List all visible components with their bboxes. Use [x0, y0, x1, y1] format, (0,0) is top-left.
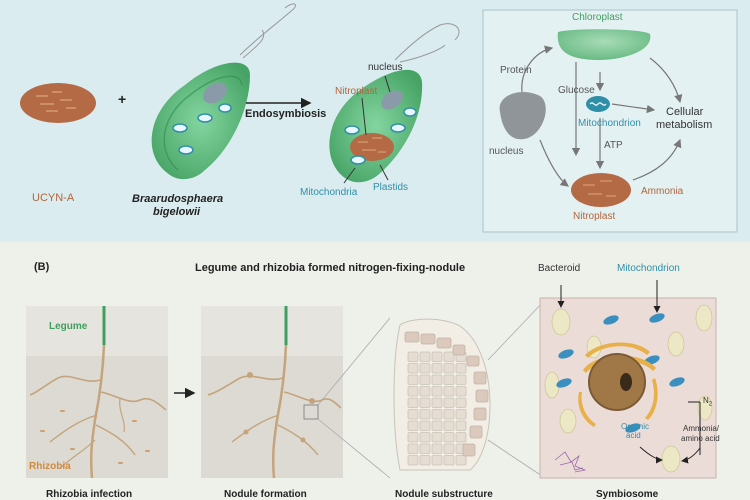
nodule-cell	[431, 363, 443, 374]
endosymbiosis-label: Endosymbiosis	[245, 108, 327, 120]
ammonia-b-label-line2: amino acid	[681, 434, 720, 443]
cell-nucleus-label: nucleus	[368, 62, 403, 73]
legume-label: Legume	[49, 321, 88, 332]
caption-symbiosome: Symbiosome	[596, 489, 659, 500]
nodule-cell	[431, 386, 443, 397]
zoom-line-3	[487, 299, 546, 361]
symbiosome-image	[539, 280, 717, 479]
chloroplast-label: Chloroplast	[572, 12, 623, 23]
nodule-cell	[455, 432, 467, 443]
glucose-label: Glucose	[558, 85, 595, 96]
atp-label: ATP	[604, 140, 623, 151]
nodule-cell	[455, 386, 467, 397]
nodule-cell	[407, 363, 419, 374]
nodule-cell	[407, 397, 419, 408]
n2-label: N2	[703, 396, 713, 408]
organic-label-line2: acid	[626, 431, 641, 440]
nodule-cell	[431, 420, 443, 431]
nodule-cell	[431, 432, 443, 443]
ammonia-label: Ammonia	[641, 186, 684, 197]
result-cell	[329, 23, 460, 184]
protein-label: Protein	[500, 65, 532, 76]
bacteroid-label: Bacteroid	[538, 263, 581, 274]
host-cell	[151, 3, 296, 180]
pathway-nucleus-label: nucleus	[489, 146, 524, 157]
nodule-cell	[419, 397, 431, 408]
nodule-cell	[443, 420, 455, 431]
nodule-cell	[407, 432, 419, 443]
nodule-cell	[407, 420, 419, 431]
nodule-cell	[455, 374, 467, 385]
nodule-cell	[407, 351, 419, 362]
host-label-line2: bigelowii	[153, 206, 201, 218]
panel-b-tag: (B)	[34, 261, 50, 273]
nodule-cell	[419, 363, 431, 374]
nodule-cell	[431, 455, 443, 466]
nodule-cell	[443, 455, 455, 466]
nodule-cell	[431, 397, 443, 408]
nodule-cell	[443, 443, 455, 454]
caption-nodule-formation: Nodule formation	[224, 489, 307, 500]
nodule-cell	[407, 386, 419, 397]
nodule-formation-image	[201, 306, 343, 479]
nodule-cell	[419, 409, 431, 420]
nodule-cell	[443, 397, 455, 408]
nodule-cell	[443, 374, 455, 385]
zoom-line-4	[487, 439, 546, 479]
nodule-cell	[455, 420, 467, 431]
nodule-cell	[419, 432, 431, 443]
cellular-label-line2: metabolism	[656, 119, 713, 131]
nodule-cell	[443, 363, 455, 374]
mitochondrion-b-label: Mitochondrion	[617, 263, 680, 274]
nodule-cell	[419, 386, 431, 397]
nodule-cell	[443, 386, 455, 397]
caption-rhizobia-infection: Rhizobia infection	[46, 489, 133, 500]
nodule-cell	[455, 455, 467, 466]
nodule-cell	[455, 397, 467, 408]
ucyn-a-label: UCYN-A	[32, 192, 75, 204]
nodule-cell	[443, 432, 455, 443]
nodule-cell	[407, 409, 419, 420]
cell-nitroplast-label: Nitroplast	[335, 86, 378, 97]
nodule-cell	[443, 409, 455, 420]
nodule-cell	[419, 443, 431, 454]
plus-sign: +	[118, 91, 127, 107]
rhizobia-infection-image	[26, 306, 168, 479]
caption-nodule-substructure: Nodule substructure	[395, 489, 493, 500]
pathway-diagram	[499, 29, 683, 207]
cellular-label-line1: Cellular	[666, 106, 704, 118]
organic-label-line1: Organic	[621, 422, 650, 431]
nodule-substructure-image	[393, 318, 491, 471]
nodule-cell	[419, 420, 431, 431]
zoom-line-1	[317, 317, 391, 406]
nodule-cell	[431, 409, 443, 420]
nodule-cell	[407, 374, 419, 385]
nodule-cell	[419, 351, 431, 362]
nodule-cell	[431, 443, 443, 454]
ucyn-a-cell	[20, 83, 96, 123]
nodule-cell	[431, 374, 443, 385]
cell-plastids-label: Plastids	[373, 182, 409, 193]
panel-b-title: Legume and rhizobia formed nitrogen-fixi…	[195, 262, 466, 274]
pathway-nitroplast-label: Nitroplast	[573, 211, 616, 222]
host-label-line1: Braarudosphaera	[132, 193, 224, 205]
mitochondrion-label: Mitochondrion	[578, 118, 641, 129]
nodule-cell	[443, 351, 455, 362]
zoom-line-2	[317, 418, 391, 479]
ammonia-b-label-line1: Ammonia/	[683, 424, 720, 433]
nodule-cell	[419, 455, 431, 466]
rhizobia-label: Rhizobia	[29, 461, 71, 472]
nodule-cell	[407, 443, 419, 454]
nodule-cell	[419, 374, 431, 385]
nodule-cell	[455, 363, 467, 374]
nodule-cell	[455, 409, 467, 420]
nodule-cell	[431, 351, 443, 362]
cell-mitochondria-label: Mitochondria	[300, 187, 358, 198]
nodule-cell	[407, 455, 419, 466]
